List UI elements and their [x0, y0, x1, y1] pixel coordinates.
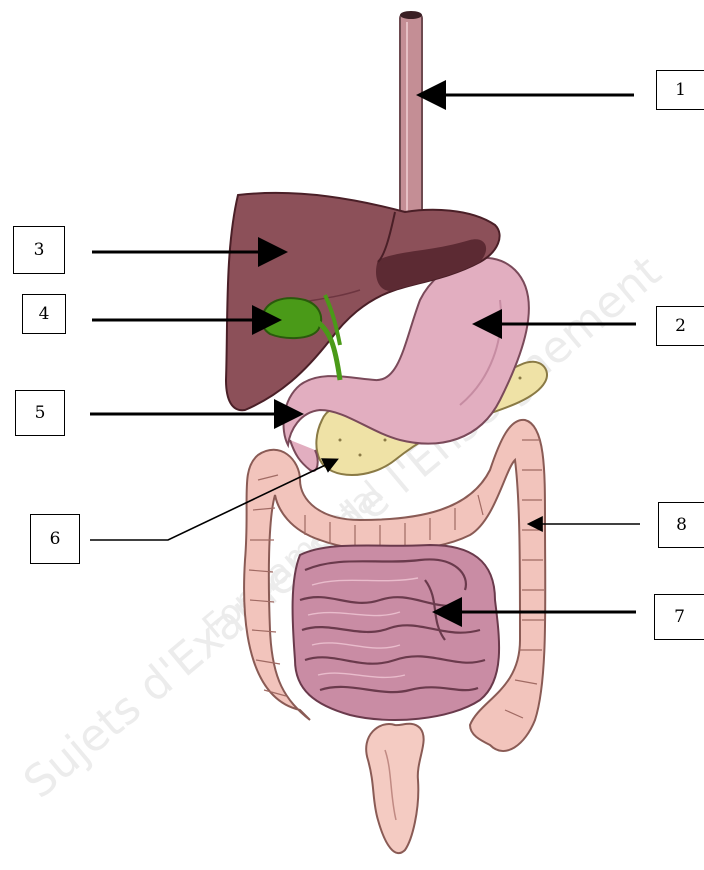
label-5: 5: [15, 390, 65, 436]
label-1-text: 1: [675, 80, 686, 100]
small-intestine: [293, 545, 500, 720]
label-7: 7: [654, 594, 704, 640]
label-2: 2: [656, 306, 704, 346]
label-5-text: 5: [35, 403, 46, 423]
rectum: [366, 724, 423, 853]
label-7-text: 7: [674, 607, 685, 627]
esophagus: [400, 11, 422, 224]
label-4: 4: [22, 294, 66, 334]
label-8-text: 8: [676, 515, 687, 535]
label-6: 6: [30, 514, 80, 564]
label-8: 8: [658, 502, 704, 548]
label-1: 1: [656, 70, 704, 110]
label-4-text: 4: [39, 304, 50, 324]
label-3: 3: [13, 226, 65, 274]
label-2-text: 2: [675, 316, 686, 336]
label-3-text: 3: [34, 240, 45, 260]
label-6-text: 6: [50, 529, 61, 549]
